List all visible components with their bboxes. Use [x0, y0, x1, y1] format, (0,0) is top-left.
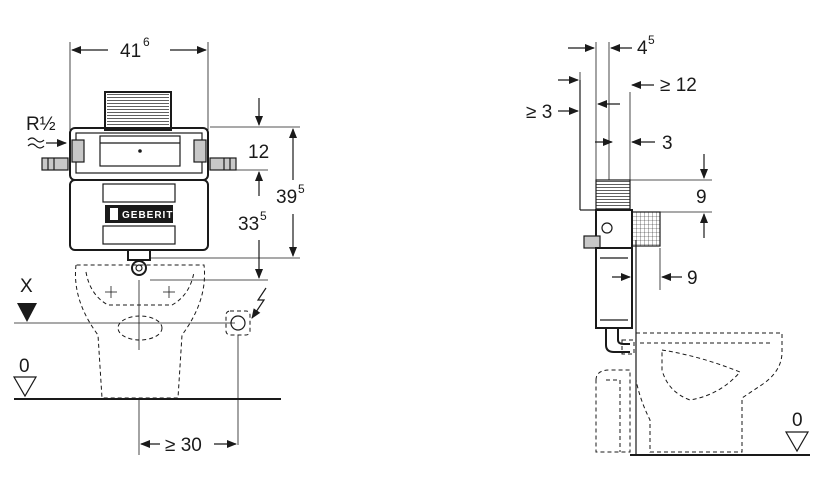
dim-9-top: 9	[630, 154, 712, 238]
frame-side	[580, 179, 661, 353]
side-view: 4 5 ≥ 12 ≥ 3 3	[526, 33, 810, 456]
dim-min3: ≥ 3	[526, 100, 620, 123]
floor-level-label: 0	[19, 356, 30, 377]
dim-33-main: 33	[238, 214, 259, 235]
dim-min30: ≥ 30	[138, 398, 237, 456]
axis-marker-x: X	[14, 276, 235, 324]
dim-39-main: 39	[276, 187, 297, 208]
dim-min12: ≥ 12	[558, 72, 697, 96]
dim-12: 12	[248, 142, 269, 163]
dim-4-main: 4	[637, 38, 648, 59]
connection-label: R½	[26, 114, 56, 135]
cistern-frame: GEBERIT	[41, 91, 237, 276]
dim-3: 3	[595, 133, 673, 154]
brand-logo-plate	[105, 205, 173, 223]
dim-9-side-label: 9	[687, 268, 698, 289]
power-outlet	[225, 287, 267, 445]
floor-level-side: 0	[784, 410, 810, 453]
marker-x-label: X	[20, 276, 33, 297]
dim-4-5: 4 5	[568, 33, 655, 59]
floor-level-front: 0	[12, 356, 281, 400]
toilet-side-outline	[595, 332, 783, 453]
dim-39-sup: 5	[298, 182, 305, 196]
water-connection: R½	[26, 114, 67, 149]
width-value-sup: 6	[143, 35, 150, 49]
height-dimensions: 12 33 5 39 5	[150, 98, 305, 281]
dim-min12-label: ≥ 12	[660, 75, 697, 96]
dim-min30-label: ≥ 30	[165, 435, 202, 456]
dim-9-top-label: 9	[696, 187, 707, 208]
dim-9-side: 9	[612, 248, 698, 290]
front-view: 41 6 GEBERIT	[12, 35, 305, 456]
brand-logo: GEBERIT	[122, 210, 173, 221]
dim-3-label: 3	[662, 133, 673, 154]
dim-4-sup: 5	[648, 33, 655, 47]
toilet-front-outline	[74, 264, 206, 399]
electricity-icon	[255, 287, 267, 313]
dim-33-sup: 5	[260, 209, 267, 223]
floor-level-side-label: 0	[792, 410, 803, 431]
dim-min3-label: ≥ 3	[526, 102, 552, 123]
width-value: 41	[120, 41, 141, 62]
width-dimension: 41 6	[69, 35, 209, 130]
